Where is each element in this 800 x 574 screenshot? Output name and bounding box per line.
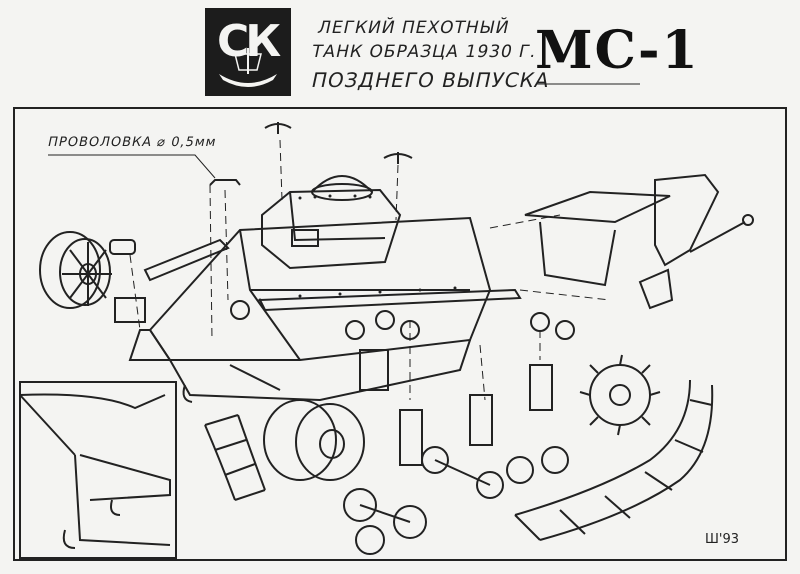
ship-emblem [219,48,277,87]
engine-deck [524,173,754,310]
road-wheel-large [263,399,365,481]
outer-frame [13,107,787,561]
turret [261,175,402,270]
track-left [204,414,266,501]
inset-detail [19,393,171,549]
drive-sprocket [579,354,661,436]
logo-letters: СК [217,16,281,67]
hatches [209,122,413,186]
model-designation: МС-1 [535,20,700,81]
suspension [343,310,575,555]
track-right [514,379,714,541]
author-signature: Ш'93 [705,532,740,547]
inset-frame [19,381,177,559]
publisher-logo: СК [205,8,291,96]
wire-callout: ПРОВОЛОВКА ⌀ 0,5мм [46,135,219,150]
small-parts [109,239,281,403]
rivets [258,194,457,302]
callout-leader [48,154,216,179]
idler-wheel [39,231,112,309]
hull [128,216,522,402]
